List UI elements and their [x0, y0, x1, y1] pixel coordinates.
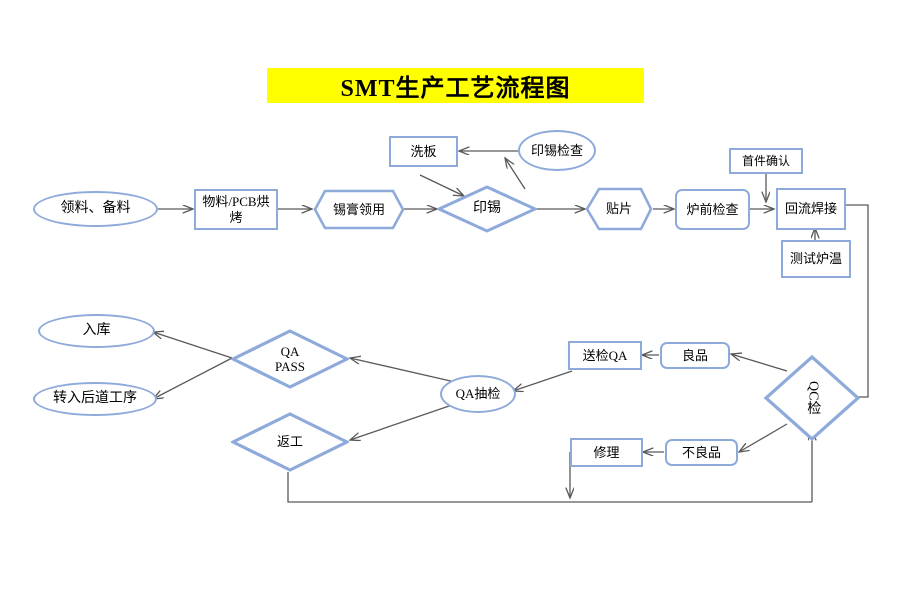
node-label: 转入后道工序: [53, 390, 137, 406]
node-buliangpin[interactable]: 不良品: [665, 439, 738, 466]
node-label: 炉前检查: [686, 201, 739, 217]
node-xigao-lingyong[interactable]: 锡膏领用: [313, 189, 405, 230]
node-label: 修理: [593, 444, 620, 460]
node-ruku[interactable]: 入库: [38, 314, 155, 348]
node-zhuanru-houdao-gongxu[interactable]: 转入后道工序: [33, 382, 157, 416]
node-label: 返工: [276, 434, 303, 450]
node-label: 洗板: [410, 143, 437, 159]
node-lingliao-beiliao[interactable]: 领料、备料: [33, 191, 158, 227]
diagram-title-text: SMT生产工艺流程图: [340, 76, 571, 102]
node-label: 锡膏领用: [332, 201, 385, 217]
node-tiepian[interactable]: 贴片: [585, 187, 653, 231]
node-label: QC检: [805, 381, 821, 415]
node-label: 印锡检查: [530, 142, 583, 158]
node-ceshi-luwen[interactable]: 测试炉温: [781, 240, 851, 278]
node-liangpin[interactable]: 良品: [660, 342, 730, 369]
node-label: 送检QA: [582, 347, 628, 363]
node-label: 物料/PCB烘烤: [202, 194, 270, 225]
node-label: 回流焊接: [784, 201, 837, 217]
node-qc-jian[interactable]: QC检: [764, 355, 860, 441]
node-label: 入库: [82, 322, 111, 338]
node-label: 不良品: [681, 444, 721, 460]
node-luqian-jiancha[interactable]: 炉前检查: [675, 189, 750, 230]
node-xiuli[interactable]: 修理: [570, 438, 643, 467]
node-qa-pass[interactable]: QA PASS: [231, 329, 349, 389]
node-label: 贴片: [605, 201, 632, 217]
node-label: QA抽检: [455, 386, 501, 402]
node-label: 领料、备料: [60, 200, 131, 216]
node-songjian-qa[interactable]: 送检QA: [568, 341, 642, 370]
node-qa-choujian[interactable]: QA抽检: [440, 375, 516, 413]
node-shoujian-queren[interactable]: 首件确认: [729, 148, 803, 174]
node-label: QA PASS: [275, 343, 305, 374]
node-wuliao-pcb-hongkao[interactable]: 物料/PCB烘烤: [194, 189, 278, 230]
node-huiliu-hanjie[interactable]: 回流焊接: [776, 188, 846, 230]
node-label: 良品: [681, 347, 708, 363]
node-yinxi[interactable]: 印锡: [437, 185, 537, 233]
node-fangong[interactable]: 返工: [231, 412, 349, 472]
node-xiban[interactable]: 洗板: [389, 136, 458, 167]
node-label: 印锡: [473, 200, 501, 216]
node-yinxi-jiancha[interactable]: 印锡检查: [518, 130, 596, 171]
diagram-title: SMT生产工艺流程图: [267, 68, 644, 103]
node-label: 首件确认: [741, 153, 790, 168]
node-label: 测试炉温: [789, 251, 842, 267]
